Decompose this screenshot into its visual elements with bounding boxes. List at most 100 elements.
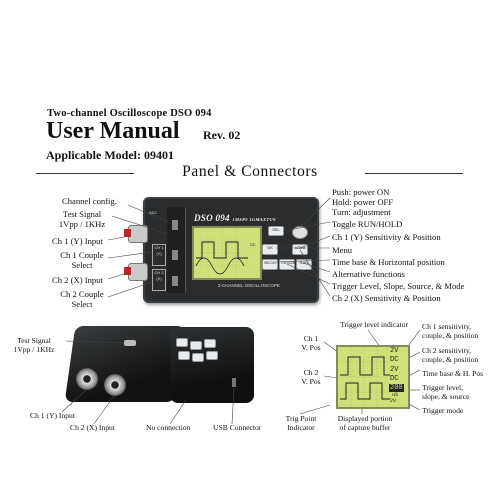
label-toggle-run: Toggle RUN/HOLD	[332, 219, 403, 229]
rotary-encoder-knob[interactable]	[292, 226, 308, 239]
secd-button-label: SEC/D	[263, 260, 277, 265]
doc-subtitle: Two-channel Oscilloscope DSO 094	[47, 108, 212, 119]
ok-button-label: OK	[267, 245, 273, 250]
label-ch2-couple-select: Select	[71, 299, 93, 309]
front-caption: 2-CHANNEL OSCILLOSCOPE	[218, 283, 280, 288]
label-trigger-detail-2: slope, & source	[422, 392, 470, 401]
label-ch1-vpos-2: V. Pos	[301, 343, 321, 352]
photo-label-test-signal: Test Signal	[17, 336, 51, 345]
section-title: Panel & Connectors	[182, 163, 318, 180]
ok-button[interactable]: OK	[262, 244, 278, 255]
test-signal-pin-photo	[124, 340, 136, 346]
lcd-ch2-volts: 2V	[390, 366, 399, 374]
config-switch[interactable]	[172, 220, 178, 230]
photo-label-ch2-input: Ch 2 (X) Input	[70, 423, 115, 432]
label-ch2-couple: Ch 2 Couple	[60, 289, 104, 299]
photo-label-test-signal-spec: 1Vpp / 1KHz	[13, 345, 55, 354]
label-capture-buffer-2: of capture buffer	[339, 423, 391, 432]
sel-button-label: SEL	[272, 227, 280, 232]
ch2-red-tip	[124, 267, 131, 275]
ch2-sub-label: (X)	[156, 276, 162, 281]
label-trig-point: Trig Point	[285, 414, 317, 423]
label-turn-adjust: Turn: adjustment	[332, 207, 391, 217]
label-ch1-sensitivity-detail-2: couple, & position	[422, 331, 479, 340]
photo-button-3	[204, 339, 216, 348]
label-ch1-input: Ch 1 (Y) Input	[52, 236, 103, 246]
label-ch2-vpos-2: V. Pos	[301, 377, 321, 386]
photo-label-ch1-input: Ch 1 (Y) Input	[30, 411, 75, 420]
ch2-label: CH 2	[154, 270, 164, 275]
ch2-couple-box: CH 2 (X)	[152, 269, 166, 291]
label-trigger-mode: Trigger mode	[422, 406, 464, 415]
ch1-bnc-photo	[76, 368, 98, 390]
ch2-couple-switch[interactable]	[172, 276, 178, 286]
section-rule-right	[365, 173, 463, 174]
lcd-ch2-couple: DC	[390, 375, 399, 383]
label-ch1-sensitivity: Ch 1 (Y) Sensitivity & Position	[332, 232, 441, 242]
vdiv-button-label: V/DIV	[294, 245, 306, 250]
label-ch1-sensitivity-detail: Ch 1 sensitivity,	[422, 322, 472, 331]
panel-small-text: ADJ	[149, 210, 157, 215]
label-ch1-vpos: Ch 1	[303, 334, 319, 343]
device-name-small: 1MSPS 1GMAXTUS	[232, 217, 276, 222]
run-button[interactable]: RUN	[296, 259, 312, 270]
photo-button-4	[178, 351, 190, 360]
label-ch2-sensitivity: Ch 2 (X) Sensitivity & Position	[332, 293, 441, 303]
ch1-label: CH 1	[154, 245, 164, 250]
label-ch2-vpos: Ch 2	[303, 368, 319, 377]
trigger-button-label: TRIGGER	[280, 260, 299, 265]
secd-button[interactable]: SEC/D	[262, 259, 278, 270]
label-capture-buffer: Displayed portion	[337, 414, 393, 423]
run-button-label: RUN	[299, 260, 309, 265]
label-test-signal-spec: 1Vpp / 1KHz	[58, 219, 106, 229]
photo-label-usb: USB Connector	[213, 423, 262, 432]
ch1-couple-box: CH 1 (Y)	[152, 244, 166, 266]
ch1-sub-label: (Y)	[156, 251, 162, 256]
photo-label-no-connection: No connection	[146, 423, 191, 432]
lcd-screen: DC	[192, 226, 262, 280]
trigger-button[interactable]: TRIGGER	[279, 259, 299, 270]
lcd-trigger-level: 2V	[390, 398, 397, 404]
vdiv-button[interactable]: V/DIV	[292, 244, 308, 255]
lcd-ch1-volts: 2V	[390, 347, 399, 355]
label-time-base-detail: Time base & H. Pos	[422, 369, 484, 378]
lcd-waveform: DC	[194, 228, 256, 278]
label-channel-config: Channel config.	[62, 196, 117, 206]
label-trigger-detail: Trigger level,	[422, 383, 464, 392]
photo-button-1	[176, 338, 188, 347]
label-ch1-couple: Ch 1 Couple	[60, 250, 104, 260]
doc-title: User Manual	[46, 118, 180, 144]
label-time-base: Time base & Horizontal position	[332, 257, 445, 267]
ch1-red-tip	[124, 229, 131, 237]
lcd-dc-1: DC	[250, 242, 256, 247]
photo-button-6	[206, 351, 218, 360]
doc-revision: Rev. 02	[203, 128, 241, 142]
label-trigger-level: Trigger Level, Slope, Source, & Mode	[332, 281, 465, 291]
section-rule-left	[36, 173, 134, 174]
usb-port-photo	[232, 378, 236, 387]
label-ch2-input: Ch 2 (X) Input	[52, 275, 103, 285]
lcd-ch1-couple: DC	[390, 356, 399, 364]
photo-button-5	[192, 353, 204, 362]
label-ch2-sensitivity-detail: Ch 2 sensitivity,	[422, 346, 472, 355]
ch2-bnc-photo	[104, 374, 126, 396]
label-hold-power: Hold: power OFF	[332, 197, 394, 207]
label-menu: Menu	[332, 245, 353, 255]
applicable-model: Applicable Model: 09401	[46, 148, 174, 162]
lcd-timebase-unit: uS	[392, 392, 399, 398]
lcd-detail-screen	[336, 345, 410, 409]
label-ch2-sensitivity-detail-2: couple, & position	[422, 355, 479, 364]
label-trig-point-2: Indicator	[287, 423, 315, 432]
label-push-power: Push: power ON	[332, 187, 390, 197]
device-name: DSO 094 1MSPS 1GMAXTUS	[194, 213, 276, 223]
label-ch1-couple-select: Select	[71, 260, 93, 270]
label-trigger-level-indicator: Trigger level indicator	[340, 320, 409, 329]
lcd-timebase: 200	[389, 384, 404, 392]
device-name-text: DSO 094	[194, 213, 230, 223]
ch1-couple-switch[interactable]	[172, 250, 178, 260]
label-alt-functions: Alternative functions	[332, 269, 405, 279]
photo-button-2	[190, 341, 202, 350]
label-test-signal: Test Signal	[62, 209, 102, 219]
